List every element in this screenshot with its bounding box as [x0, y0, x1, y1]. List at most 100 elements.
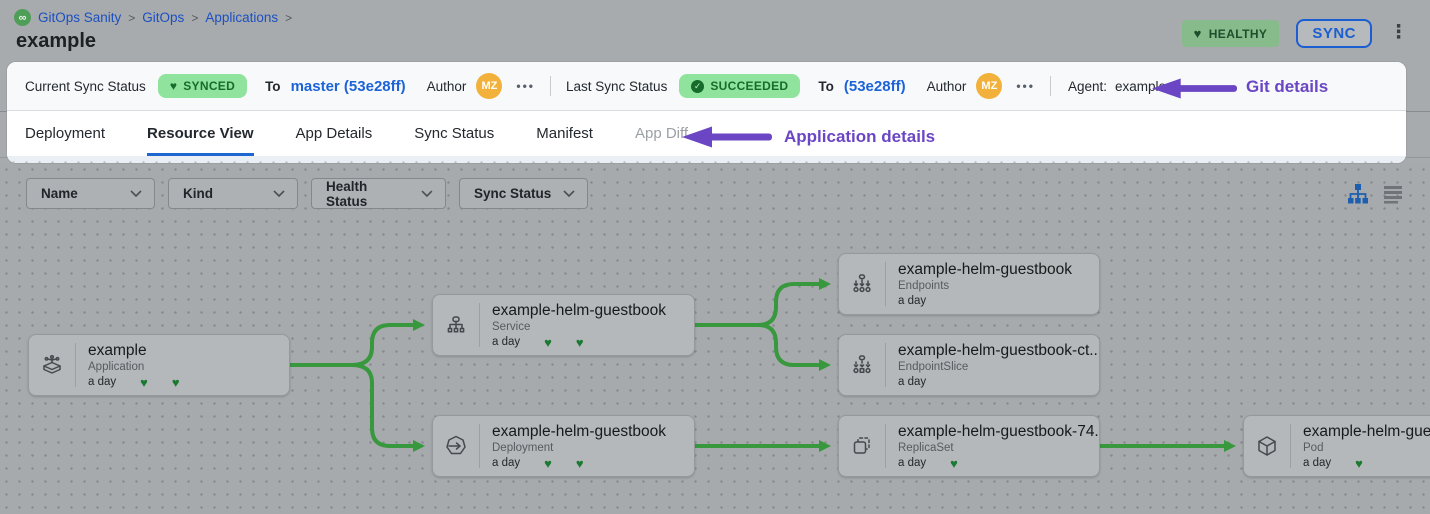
- health-hearts: ♥: [950, 457, 958, 470]
- node-age: a day: [898, 376, 926, 388]
- author-label: Author: [927, 79, 967, 94]
- kind-filter-label: Kind: [183, 186, 213, 201]
- node-endpointslice-example-helm-guestbook[interactable]: example-helm-guestbook-ct... EndpointSli…: [838, 334, 1100, 396]
- synced-badge-label: SYNCED: [183, 79, 235, 93]
- pod-icon: [1244, 434, 1290, 458]
- tab-deployment[interactable]: Deployment: [25, 111, 105, 156]
- breadcrumb-link-gitops-sanity[interactable]: GitOps Sanity: [38, 10, 121, 25]
- node-title: example-helm-guestbook: [492, 423, 666, 441]
- node-age: a day: [1303, 457, 1331, 469]
- chevron-down-icon: [563, 190, 575, 198]
- name-filter-dropdown[interactable]: Name: [26, 178, 155, 209]
- succeeded-badge-label: SUCCEEDED: [710, 79, 788, 93]
- filter-bar: Name Kind Health Status Sync Status: [26, 178, 588, 209]
- application-icon: [29, 353, 75, 377]
- node-age: a day: [492, 336, 520, 348]
- service-icon: [433, 313, 479, 337]
- node-service-example-helm-guestbook[interactable]: example-helm-guestbook Service a day ♥♥: [432, 294, 695, 356]
- author-label: Author: [427, 79, 467, 94]
- check-circle-icon: ✓: [691, 80, 704, 93]
- node-kind: ReplicaSet: [898, 442, 1099, 454]
- gitops-logo-icon: ∞: [14, 9, 31, 26]
- application-details-annotation: Application details: [784, 127, 935, 147]
- breadcrumb-link-gitops[interactable]: GitOps: [142, 10, 184, 25]
- node-kind: Deployment: [492, 442, 666, 454]
- heart-icon: ♥: [170, 79, 177, 93]
- node-kind: Endpoints: [898, 280, 1072, 292]
- node-deployment-example-helm-guestbook[interactable]: example-helm-guestbook Deployment a day …: [432, 415, 695, 477]
- node-pod-example-helm-guestbook[interactable]: example-helm-guest Pod a day ♥: [1243, 415, 1430, 477]
- application-details-arrow: [682, 126, 772, 148]
- endpointslice-icon: [839, 353, 885, 377]
- chevron-down-icon: [421, 190, 433, 198]
- node-kind: Service: [492, 321, 666, 333]
- tree-view-icon[interactable]: [1346, 183, 1370, 205]
- page-header: ∞ GitOps Sanity > GitOps > Applications …: [0, 0, 1430, 62]
- replicaset-icon: [839, 434, 885, 458]
- node-title: example-helm-guestbook-ct...: [898, 342, 1099, 360]
- git-details-annotation: Git details: [1246, 77, 1328, 97]
- node-replicaset-example-helm-guestbook[interactable]: example-helm-guestbook-74... ReplicaSet …: [838, 415, 1100, 477]
- breadcrumb-link-applications[interactable]: Applications: [205, 10, 278, 25]
- heart-icon: ♥: [1194, 26, 1202, 41]
- node-age: a day: [88, 376, 116, 388]
- node-title: example-helm-guestbook: [898, 261, 1072, 279]
- breadcrumb-separator: >: [128, 11, 135, 25]
- tab-resource-view[interactable]: Resource View: [147, 111, 253, 156]
- more-options-icon[interactable]: •••: [516, 79, 535, 93]
- health-hearts: ♥♥: [544, 457, 583, 470]
- name-filter-label: Name: [41, 186, 78, 201]
- endpoints-icon: [839, 272, 885, 296]
- breadcrumb-separator: >: [285, 11, 292, 25]
- kebab-menu-icon[interactable]: ⋮: [1389, 28, 1408, 38]
- health-hearts: ♥♥: [140, 376, 179, 389]
- last-sync-status-label: Last Sync Status: [566, 79, 667, 94]
- author-avatar[interactable]: MZ: [476, 73, 502, 99]
- last-commit-link[interactable]: (53e28ff): [844, 78, 906, 95]
- resource-tree-canvas[interactable]: Name Kind Health Status Sync Status: [0, 163, 1430, 514]
- health-hearts: ♥♥: [544, 336, 583, 349]
- author-avatar[interactable]: MZ: [976, 73, 1002, 99]
- tab-app-details[interactable]: App Details: [296, 111, 373, 156]
- page-title: example: [16, 30, 96, 53]
- sync-status-filter-label: Sync Status: [474, 186, 551, 201]
- tab-sync-status[interactable]: Sync Status: [414, 111, 494, 156]
- deployment-icon: [433, 434, 479, 458]
- vertical-divider: [550, 76, 551, 96]
- node-kind: Pod: [1303, 442, 1430, 454]
- node-title: example: [88, 342, 180, 360]
- tab-app-diff[interactable]: App Diff: [635, 111, 688, 156]
- tab-manifest[interactable]: Manifest: [536, 111, 593, 156]
- health-status-filter-dropdown[interactable]: Health Status: [311, 178, 446, 209]
- health-hearts: ♥: [1355, 457, 1363, 470]
- succeeded-status-badge: ✓ SUCCEEDED: [679, 74, 800, 98]
- synced-status-badge: ♥ SYNCED: [158, 74, 247, 98]
- node-title: example-helm-guestbook: [492, 302, 666, 320]
- more-options-icon[interactable]: •••: [1016, 79, 1035, 93]
- breadcrumb-separator: >: [191, 11, 198, 25]
- current-commit-link[interactable]: master (53e28ff): [291, 78, 406, 95]
- node-endpoints-example-helm-guestbook[interactable]: example-helm-guestbook Endpoints a day: [838, 253, 1100, 315]
- list-view-icon[interactable]: [1382, 183, 1404, 205]
- chevron-down-icon: [130, 190, 142, 198]
- canvas-preview-strip: [7, 156, 1406, 163]
- to-label: To: [265, 79, 281, 94]
- node-kind: EndpointSlice: [898, 361, 1099, 373]
- current-sync-status-label: Current Sync Status: [25, 79, 146, 94]
- node-title: example-helm-guestbook-74...: [898, 423, 1099, 441]
- sync-status-filter-dropdown[interactable]: Sync Status: [459, 178, 588, 209]
- kind-filter-dropdown[interactable]: Kind: [168, 178, 298, 209]
- node-age: a day: [898, 295, 926, 307]
- git-details-arrow: [1152, 78, 1238, 99]
- health-status-filter-label: Health Status: [326, 179, 411, 209]
- node-age: a day: [492, 457, 520, 469]
- node-kind: Application: [88, 361, 180, 373]
- chevron-down-icon: [273, 190, 285, 198]
- node-application-example[interactable]: example Application a day ♥♥: [28, 334, 290, 396]
- vertical-divider: [1050, 76, 1051, 96]
- sync-button[interactable]: SYNC: [1296, 19, 1372, 48]
- health-status-badge: ♥ HEALTHY: [1182, 20, 1280, 47]
- to-label: To: [818, 79, 834, 94]
- node-title: example-helm-guest: [1303, 423, 1430, 441]
